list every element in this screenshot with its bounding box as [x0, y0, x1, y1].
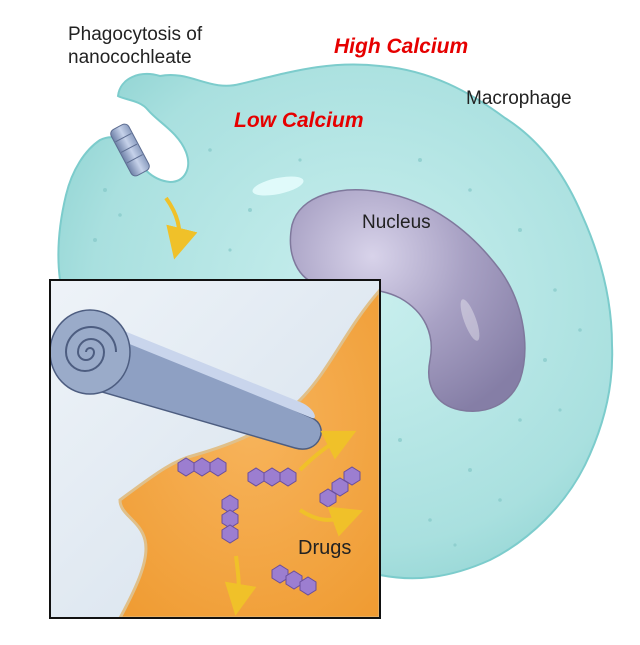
drugs-label: Drugs — [298, 537, 352, 559]
membrane-region — [118, 287, 380, 618]
arrow-icon — [224, 555, 257, 616]
drug-molecule-icon — [319, 466, 361, 508]
arrow-icon — [164, 196, 198, 260]
cochleate-sheet — [77, 316, 322, 450]
nucleus-label: Nucleus — [362, 212, 431, 233]
drug-molecule-icon — [221, 494, 239, 544]
arrow-icon — [298, 430, 357, 472]
drug-arrows — [224, 430, 363, 616]
cochleate-sheet-top — [92, 318, 315, 419]
cytoplasm-granules — [93, 148, 582, 547]
drug-molecule-icon — [271, 564, 317, 596]
macrophage-cell — [57, 63, 614, 580]
arrow-icon — [298, 506, 363, 537]
cochleate-end — [50, 309, 131, 395]
phagocytosis-label: Phagocytosis of nanocochleate — [68, 24, 203, 68]
cell-highlight — [252, 176, 304, 196]
low-calcium-label: Low Calcium — [234, 109, 364, 132]
spiral-icon — [64, 326, 117, 372]
drug-molecule-icon — [247, 467, 297, 487]
inset-panel — [49, 279, 381, 619]
high-calcium-label: High Calcium — [334, 35, 469, 58]
drug-molecules — [177, 457, 361, 596]
nanocochleate-icon — [110, 123, 150, 177]
macrophage-label: Macrophage — [466, 88, 572, 109]
nucleus-highlight — [460, 299, 480, 341]
drug-molecule-icon — [177, 457, 227, 477]
